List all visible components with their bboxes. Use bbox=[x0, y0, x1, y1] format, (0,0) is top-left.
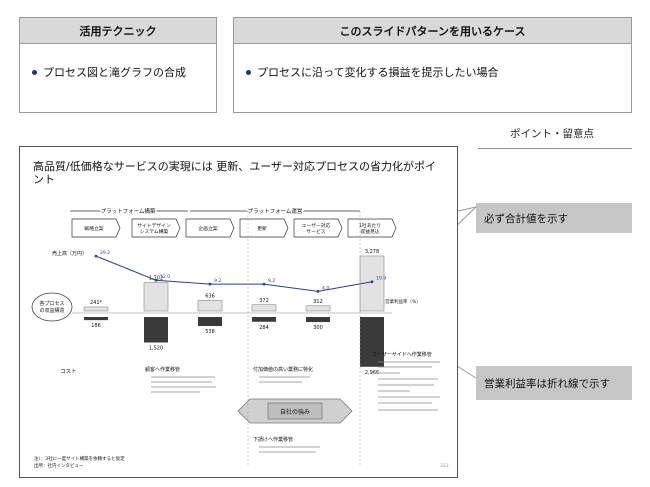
footnote-1: 注）：3社に一度サイト構築を依頼すると仮定 bbox=[34, 455, 125, 462]
note-heading-1: 顧客へ作業移管 bbox=[145, 366, 180, 373]
cost-label: 538 bbox=[205, 329, 215, 335]
revenue-bar bbox=[197, 300, 223, 312]
process-step-2 bbox=[185, 218, 235, 238]
technique-panel-body: プロセス図と滝グラフの合成 bbox=[20, 44, 216, 100]
margin-point bbox=[208, 282, 212, 286]
point-item-1: 必ず合計値を示す bbox=[476, 203, 632, 233]
note-heading-2: 付加価値の高い業務に特化 bbox=[253, 366, 313, 373]
process-structure-circle bbox=[31, 292, 73, 322]
y-axis-label: 売上高（万円） bbox=[52, 250, 87, 257]
margin-value-label: 4.0 bbox=[322, 285, 329, 291]
cost-bar bbox=[144, 317, 168, 343]
process-step-3 bbox=[239, 218, 289, 238]
cost-bar bbox=[306, 317, 330, 323]
process-step-label: 収益見込 bbox=[360, 228, 379, 235]
point-item-2: 営業利益率は折れ線で示す bbox=[476, 366, 632, 400]
waterfall-bars: 241* 186 1,702 1,520 636 538 372 284 312 300 3,278… bbox=[83, 249, 385, 376]
points-heading: ポイント・留意点 bbox=[510, 128, 594, 140]
margin-value-label: 10.9 bbox=[376, 276, 386, 282]
usecase-panel-title: このスライドパターンを用いるケース bbox=[234, 18, 631, 44]
revenue-label: 241* bbox=[90, 300, 103, 306]
cost-label: コスト bbox=[60, 368, 77, 375]
revenue-label: 1,702 bbox=[149, 275, 163, 281]
margin-point bbox=[154, 278, 158, 282]
cost-label: 300 bbox=[313, 325, 323, 331]
points-rule bbox=[478, 148, 632, 149]
revenue-bar bbox=[251, 304, 277, 312]
revenue-label: 312 bbox=[313, 299, 323, 305]
revenue-bar bbox=[305, 305, 331, 312]
bullet-icon bbox=[246, 69, 251, 75]
cost-label: 1,520 bbox=[149, 346, 163, 352]
revenue-label: 636 bbox=[205, 293, 215, 299]
phase-bar-2: プラットフォーム運営 bbox=[190, 206, 360, 217]
process-step-label: ユーザー対応 bbox=[302, 222, 331, 229]
phase-label-2: プラットフォーム運営 bbox=[248, 207, 303, 215]
revenue-bar bbox=[143, 282, 169, 312]
slide-thumbnail: 高品質/低価格なサービスの実現には 更新、ユーザー対応プロセスの省力化がポイント… bbox=[19, 146, 458, 478]
revenue-bar bbox=[83, 306, 109, 312]
cost-bar bbox=[360, 317, 384, 367]
cost-label: 2,966 bbox=[365, 370, 379, 376]
cost-bar bbox=[198, 317, 222, 327]
process-step-label: サービス bbox=[306, 228, 325, 235]
process-step-label: 戦略立案 bbox=[84, 225, 103, 232]
process-step-label: 1社あたり bbox=[359, 222, 381, 229]
phase-bar-1: プラットフォーム構築 bbox=[70, 206, 188, 217]
technique-bullet-text: プロセス図と滝グラフの合成 bbox=[43, 66, 186, 79]
technique-panel-title: 活用テクニック bbox=[20, 18, 216, 44]
process-step-4 bbox=[293, 218, 343, 238]
usecase-panel-body: プロセスに沿って変化する損益を提示したい場合 bbox=[234, 44, 631, 100]
margin-points: 29.2 12.0 9.2 9.2 4.0 10.9 bbox=[94, 250, 386, 293]
company-strength-arrow: 自社の強み bbox=[237, 398, 353, 424]
process-step-label: サイトデザイン bbox=[137, 222, 171, 229]
technique-panel: 活用テクニック プロセス図と滝グラフの合成 bbox=[19, 17, 217, 113]
margin-point bbox=[370, 280, 374, 284]
usecase-bullet-text: プロセスに沿って変化する損益を提示したい場合 bbox=[257, 66, 499, 79]
process-step-0 bbox=[71, 218, 121, 238]
phase-label-1: プラットフォーム構築 bbox=[101, 207, 156, 215]
margin-value-label: 12.0 bbox=[160, 274, 170, 280]
process-step-label: 企画立案 bbox=[198, 225, 217, 232]
revenue-label: 372 bbox=[259, 298, 269, 304]
company-strength-label: 自社の強み bbox=[280, 408, 310, 416]
cost-bar bbox=[252, 317, 276, 322]
note-heading-4: ユーザーサイドへ作業移管 bbox=[372, 351, 432, 358]
margin-point bbox=[316, 290, 320, 293]
process-step-label: 更新 bbox=[257, 225, 267, 232]
slide-title: 高品質/低価格なサービスの実現には 更新、ユーザー対応プロセスの省力化がポイント bbox=[33, 160, 436, 186]
footnote-2: 出所：社内インタビュー bbox=[34, 462, 84, 469]
svg-text:の収益構造: の収益構造 bbox=[39, 307, 64, 314]
margin-value-label: 9.2 bbox=[268, 278, 275, 284]
usecase-panel: このスライドパターンを用いるケース プロセスに沿って変化する損益を提示したい場合 bbox=[233, 17, 632, 113]
margin-line bbox=[95, 255, 373, 292]
cost-label: 284 bbox=[259, 325, 269, 331]
cost-bar bbox=[84, 317, 108, 321]
margin-label: 営業利益率（%） bbox=[385, 298, 421, 305]
process-step-1 bbox=[131, 218, 181, 238]
process-structure-label: 各プロセス bbox=[39, 300, 64, 307]
cost-label: 186 bbox=[91, 323, 101, 329]
page-number: 323 bbox=[440, 463, 449, 469]
process-step-label: システム構築 bbox=[140, 228, 169, 235]
bullet-icon bbox=[32, 69, 37, 75]
margin-value-label: 29.2 bbox=[100, 250, 110, 256]
note-heading-3: 下請けへ作業移管 bbox=[253, 436, 293, 443]
revenue-label: 3,278 bbox=[365, 249, 379, 255]
margin-point bbox=[262, 282, 266, 286]
note-text-lines bbox=[151, 361, 440, 453]
margin-point bbox=[94, 254, 98, 258]
margin-value-label: 9.2 bbox=[214, 278, 221, 284]
